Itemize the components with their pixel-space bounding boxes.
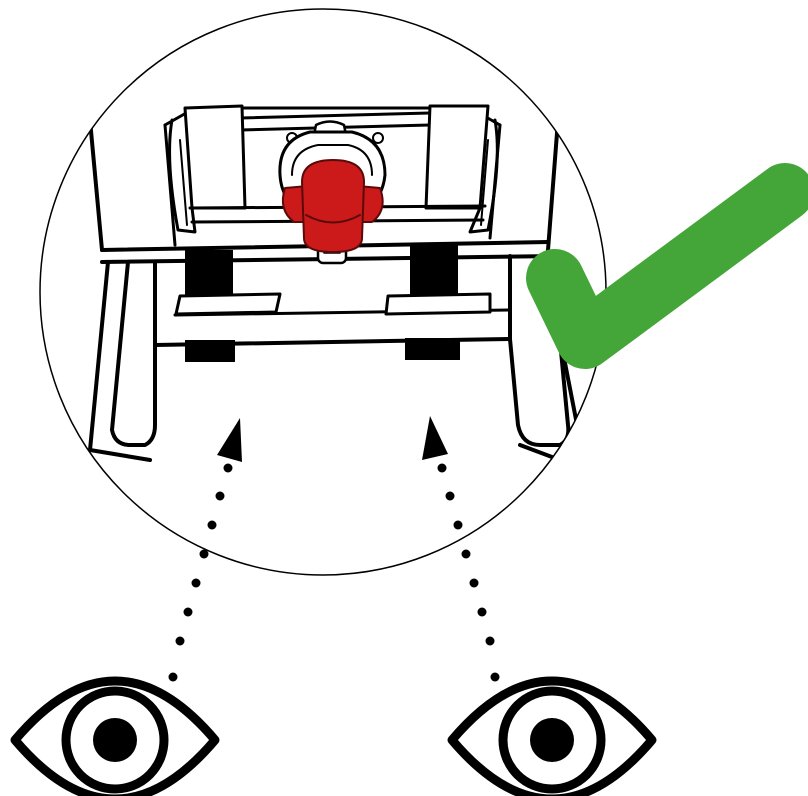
- checkmark-icon: [526, 163, 808, 369]
- eye-icon: [447, 676, 657, 796]
- bracket-right: [424, 104, 499, 234]
- red-knob: [281, 159, 384, 253]
- pad-right: [384, 245, 492, 360]
- magnifier-lens: [39, 8, 607, 576]
- pad-left: [174, 250, 282, 362]
- sight-line-left: [168, 418, 242, 682]
- eye-icon: [10, 676, 220, 796]
- leg-left: [88, 260, 157, 462]
- frame-outline: [88, 118, 560, 252]
- sight-line-right: [422, 416, 500, 682]
